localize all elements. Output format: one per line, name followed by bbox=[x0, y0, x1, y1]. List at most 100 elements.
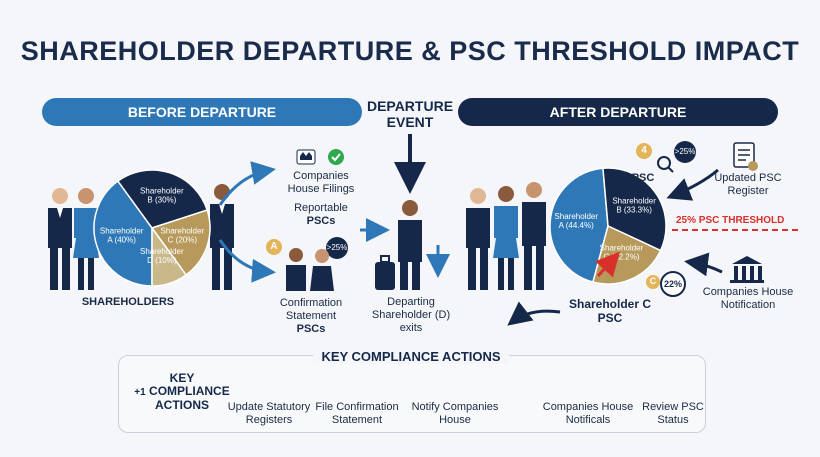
departing-label-line-1: Departing bbox=[387, 296, 435, 308]
action-label-line-2: Registers bbox=[245, 414, 293, 426]
luggage-icon bbox=[375, 255, 395, 290]
action-label-line-2: House bbox=[439, 414, 471, 426]
psc-pct-text: >25% bbox=[674, 147, 696, 156]
person-figure bbox=[522, 182, 546, 290]
arrow-to-filings bbox=[218, 161, 276, 206]
action-item[interactable]: Review PSC Status bbox=[630, 401, 716, 427]
c-pct-badge bbox=[660, 271, 686, 297]
filings-label-line-1: Companies bbox=[293, 170, 349, 182]
person-figure bbox=[73, 188, 99, 290]
before-shareholders-figures bbox=[48, 184, 234, 290]
before-header: BEFORE DEPARTURE bbox=[42, 98, 362, 126]
register-label-line-2: Register bbox=[727, 185, 769, 197]
action-label-line-1: Companies House bbox=[542, 401, 634, 413]
filings-label: Companies House Filings bbox=[276, 170, 366, 196]
confirmation-label-line-3: PSCs bbox=[296, 323, 326, 335]
person-figure bbox=[466, 188, 490, 290]
filings-label-line-2: House Filings bbox=[287, 183, 355, 195]
shareholders-label: SHAREHOLDERS bbox=[81, 296, 175, 308]
pct-badge-after bbox=[674, 141, 696, 163]
event-header-line-2: EVENT bbox=[386, 114, 434, 130]
departing-label: Departing Shareholder (D) exits bbox=[366, 296, 456, 335]
side-label-line-1: KEY bbox=[169, 371, 195, 385]
person-figure bbox=[48, 188, 72, 290]
shareholder-c-label-line-2: PSC bbox=[597, 311, 623, 325]
c-pct-text: 22% bbox=[663, 279, 682, 289]
side-label-line-2: COMPLIANCE bbox=[149, 384, 230, 398]
event-header: DEPARTURE EVENT bbox=[362, 98, 458, 130]
pct-badge-text: >25% bbox=[326, 243, 348, 252]
arrow-notification bbox=[684, 252, 723, 277]
notification-label: Companies House Notification bbox=[700, 286, 796, 312]
notification-label-line-1: Companies House bbox=[702, 286, 794, 298]
pct-badge bbox=[326, 237, 348, 259]
confirmation-label: Confirmation Statement PSCs bbox=[266, 297, 356, 336]
psc-figures bbox=[286, 248, 334, 291]
badge-4 bbox=[636, 143, 652, 159]
c-badge-text: C bbox=[649, 276, 657, 286]
register-label: Updated PSC Register bbox=[710, 172, 786, 198]
threshold-label: 25% PSC THRESHOLD bbox=[676, 215, 785, 226]
magnifier-icon bbox=[657, 156, 674, 173]
departing-person-figure bbox=[398, 200, 422, 290]
register-doc-icon bbox=[733, 142, 758, 171]
person-figure bbox=[493, 186, 519, 290]
reportable-label-line-2: PSCs bbox=[306, 215, 336, 227]
action-label-line-2: Status bbox=[657, 414, 689, 426]
pie-slice bbox=[150, 209, 211, 276]
pie-slice bbox=[116, 169, 209, 229]
departing-label-line-2: Shareholder (D) bbox=[371, 309, 451, 321]
threshold-arrow bbox=[595, 251, 621, 278]
page-title: SHAREHOLDER DEPARTURE & PSC THRESHOLD IM… bbox=[20, 36, 800, 66]
action-label-line-1: Review PSC bbox=[642, 401, 704, 413]
after-header: AFTER DEPARTURE bbox=[458, 98, 778, 126]
action-item[interactable]: File Confirmation Statement bbox=[312, 401, 402, 427]
pie-slice bbox=[602, 167, 667, 252]
badge-a-text: A bbox=[270, 241, 278, 252]
arrow-register bbox=[666, 168, 719, 201]
notification-label-line-2: Notification bbox=[720, 299, 776, 311]
action-label-line-2: Statement bbox=[331, 414, 383, 426]
shareholder-c-label: Shareholder C PSC bbox=[560, 297, 660, 325]
action-label-line-1: Update Statutory bbox=[227, 401, 311, 413]
bank-icon bbox=[730, 256, 764, 283]
actions-side-label: KEY +1 COMPLIANCE ACTIONS bbox=[134, 372, 230, 412]
side-label-line-3: ACTIONS bbox=[155, 398, 209, 412]
confirmation-label-line-1: Confirmation bbox=[279, 297, 343, 309]
check-icon bbox=[328, 149, 344, 165]
action-item[interactable]: Companies House Notificals bbox=[540, 401, 636, 427]
action-label-line-1: File Confirmation bbox=[315, 401, 399, 413]
action-item[interactable]: Notify Companies House bbox=[410, 401, 500, 427]
action-label-line-2: Notificals bbox=[565, 414, 611, 426]
pie-slice bbox=[151, 225, 188, 287]
person-figure bbox=[210, 184, 234, 290]
c-badge bbox=[646, 275, 660, 289]
arrow-shareholder-c bbox=[507, 301, 561, 326]
pie-slice bbox=[93, 180, 153, 287]
action-label-line-1: Notify Companies bbox=[411, 401, 499, 413]
pie-slice bbox=[549, 167, 609, 283]
badge-4-text: 4 bbox=[641, 145, 647, 156]
register-label-line-1: Updated PSC bbox=[714, 172, 782, 184]
reportable-label-line-1: Reportable bbox=[294, 202, 348, 214]
arrow-to-confirmation bbox=[218, 239, 276, 283]
badge-a bbox=[266, 239, 282, 255]
side-label-prefix: +1 bbox=[134, 387, 146, 398]
action-item[interactable]: Update Statutory Registers bbox=[224, 401, 314, 427]
event-header-line-1: DEPARTURE bbox=[366, 98, 454, 114]
shareholder-c-label-line-1: Shareholder C bbox=[568, 297, 652, 311]
actions-header: KEY COMPLIANCE ACTIONS bbox=[118, 349, 704, 364]
crest-icon bbox=[296, 149, 316, 165]
psc-label: PSC bbox=[631, 172, 655, 184]
departing-label-line-3: exits bbox=[399, 322, 423, 334]
reportable-label: Reportable PSCs bbox=[276, 202, 366, 228]
after-shareholders-figures bbox=[466, 182, 546, 290]
